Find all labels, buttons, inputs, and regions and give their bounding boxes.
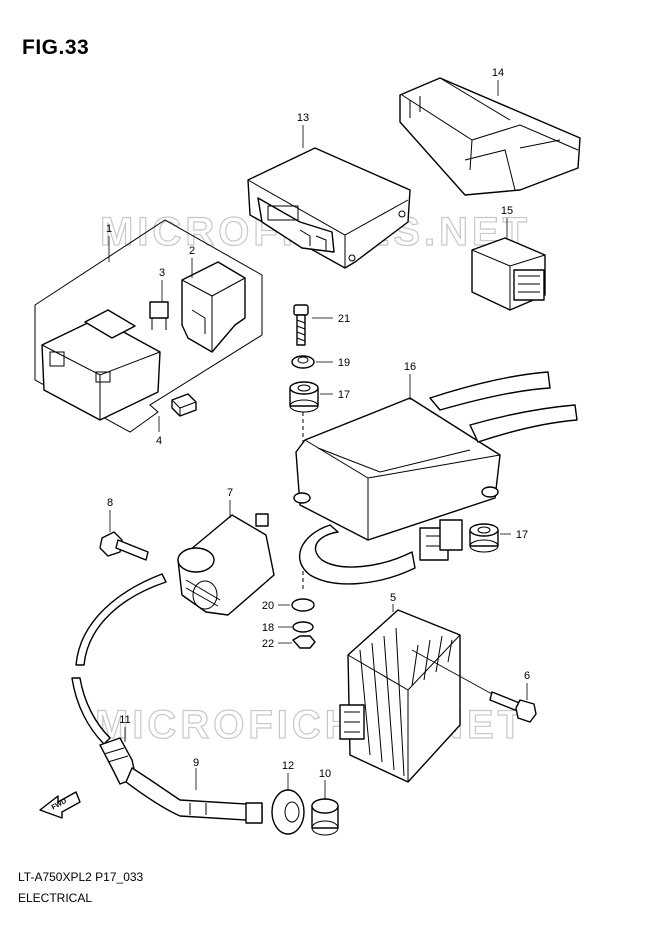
section-name: ELECTRICAL	[18, 891, 93, 905]
part-21-bolt	[293, 304, 309, 346]
callout-7: 7	[227, 487, 233, 499]
callout-2: 2	[189, 245, 195, 257]
part-19-washer	[291, 355, 315, 369]
callout-1: 1	[106, 223, 112, 235]
callout-10: 10	[319, 768, 331, 780]
callout-3: 3	[159, 267, 165, 279]
part-13-ecm	[247, 147, 411, 269]
callout-5: 5	[390, 592, 396, 604]
part-3-fuse	[149, 301, 169, 330]
callout-17-upper: 17	[338, 389, 350, 401]
callout-13: 13	[297, 112, 309, 124]
part-17-grommet-lower	[469, 523, 499, 553]
part-17-grommet-upper	[289, 381, 319, 413]
part-1-starter-relay	[41, 309, 161, 421]
part-16-module	[293, 371, 578, 585]
fwd-arrow-icon: FWD	[39, 791, 81, 819]
part-9-plug-cap	[125, 767, 263, 824]
part-5-regulator	[339, 609, 461, 783]
part-7-ignition-coil	[177, 513, 275, 616]
callout-22: 22	[262, 638, 274, 650]
part-20-washer	[291, 598, 315, 612]
callout-17-lower: 17	[516, 529, 528, 541]
callout-12: 12	[282, 760, 294, 772]
callout-19: 19	[338, 357, 350, 369]
part-15-relay	[471, 237, 546, 311]
callout-16: 16	[404, 361, 416, 373]
callouts: 14 13 15 1 2 3 4 21 19 17 16 17 7 8 20 1…	[106, 67, 530, 780]
callout-6: 6	[524, 670, 530, 682]
part-10-cap	[311, 798, 339, 836]
part-4-bolt	[171, 393, 197, 417]
callout-18: 18	[262, 622, 274, 634]
part-12-seal	[271, 789, 305, 835]
callout-20: 20	[262, 600, 274, 612]
part-18-washer	[292, 621, 314, 633]
ignition-cable-lower	[71, 677, 111, 745]
callout-4: 4	[156, 435, 162, 447]
callout-11: 11	[119, 714, 130, 726]
part-22-nut	[292, 635, 316, 649]
callout-14: 14	[492, 67, 504, 79]
callout-8: 8	[107, 497, 113, 509]
callout-9: 9	[193, 757, 199, 769]
diagram-code: LT-A750XPL2 P17_033	[18, 870, 144, 884]
part-2-cover	[181, 261, 246, 353]
watermark-bottom: MICROFICHES.NET	[95, 703, 526, 747]
callout-21: 21	[338, 313, 350, 325]
ignition-cable	[75, 573, 167, 666]
part-8-bolt	[99, 531, 149, 561]
callout-15: 15	[501, 205, 513, 217]
part-6-bolt	[411, 649, 537, 723]
part-14-case	[399, 77, 581, 196]
figure-title: FIG.33	[22, 36, 90, 59]
leader-lines	[108, 80, 528, 800]
